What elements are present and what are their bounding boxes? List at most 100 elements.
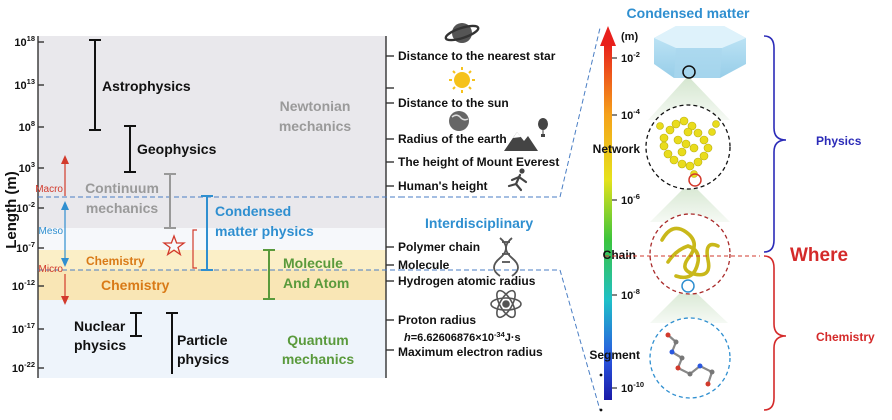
planck-constant: h=6.62606876×10-34J·s — [404, 330, 521, 344]
chemistry-band-lower — [38, 270, 386, 300]
geophysics-range-bar — [124, 125, 136, 173]
dna-icon — [493, 237, 519, 277]
level-network-label: Network — [593, 142, 641, 156]
balloon-icon — [538, 118, 548, 137]
tick-label-3: 103 — [19, 160, 35, 175]
condensed-range-bar — [201, 195, 213, 271]
nuclear-label-1: Nuclear — [74, 318, 126, 334]
tick-label-neg12: 10-12 — [12, 278, 35, 293]
right-tick-neg6: 10-6 — [621, 192, 640, 207]
segment-structure — [665, 332, 715, 387]
molecule-range-bar — [263, 249, 275, 300]
chemistry-brace — [763, 255, 787, 411]
scale-item-earth-radius: Radius of the earth — [398, 132, 507, 146]
quantum-label-2: mechanics — [282, 351, 355, 367]
scale-item-everest: The height of Mount Everest — [398, 155, 559, 169]
tick-label-neg17: 10-17 — [12, 321, 35, 336]
saturn-icon — [444, 23, 480, 43]
macro-arrow — [61, 155, 69, 196]
network-focus-circle — [688, 173, 702, 187]
right-tick-neg2: 10-2 — [621, 50, 640, 65]
atom-icon — [490, 289, 522, 319]
star-icon — [162, 234, 186, 257]
right-unit-label: (m) — [621, 31, 638, 43]
physics-label: Physics — [816, 134, 862, 148]
newtonian-label-2: mechanics — [279, 118, 352, 134]
cone-middle — [650, 182, 730, 222]
nuclear-range-bar — [130, 312, 142, 337]
meso-label: Meso — [39, 226, 64, 237]
axis-title: Length (m) — [3, 171, 20, 248]
physics-brace — [763, 35, 787, 253]
cone-bottom — [650, 285, 728, 323]
right-scale-tick-marks — [386, 55, 394, 351]
molecule-label-1: Molecule — [283, 255, 343, 271]
micro-label: Micro — [39, 264, 64, 275]
tick-label-neg7: 10-7 — [16, 240, 35, 255]
scale-item-human-height: Human's height — [398, 179, 488, 193]
rainbow-scale-bar — [604, 44, 612, 400]
cone-top — [648, 76, 730, 120]
continuum-range-bar — [164, 173, 176, 229]
astrophysics-label: Astrophysics — [102, 78, 191, 94]
condensed-matter-title: Condensed matter — [627, 5, 750, 21]
scale-item-nearest-star: Distance to the nearest star — [398, 49, 556, 63]
sun-icon — [449, 67, 475, 93]
level-segment-label: Segment — [589, 348, 640, 362]
particle-label-1: Particle — [177, 332, 228, 348]
continuum-label-1: Continuum — [85, 180, 159, 196]
tick-label-18: 1018 — [14, 34, 35, 49]
scale-item-polymer-chain: Polymer chain — [398, 240, 480, 254]
right-scale-ticks — [612, 57, 617, 389]
scale-item-molecule: Molecule — [398, 258, 450, 272]
condensed-label-2: matter physics — [215, 223, 314, 239]
quantum-label-1: Quantum — [287, 332, 348, 348]
chemistry-label-upper: Chemistry — [86, 254, 145, 268]
newtonian-label-1: Newtonian — [280, 98, 351, 114]
connector-upper — [400, 27, 601, 198]
geophysics-label: Geophysics — [137, 141, 217, 157]
earth-icon — [449, 111, 469, 131]
continuum-label-2: mechanics — [86, 200, 159, 216]
astrophysics-range-bar — [89, 39, 101, 131]
chemistry-right-label: Chemistry — [816, 330, 875, 344]
micro-arrow — [61, 274, 69, 305]
tick-label-neg2: 10-2 — [16, 200, 35, 215]
right-tick-neg4: 10-4 — [621, 107, 641, 122]
chemistry-bracket — [192, 229, 197, 269]
chain-focus-circle — [681, 279, 695, 293]
scale-item-proton-radius: Proton radius — [398, 313, 476, 327]
tick-label-neg22: 10-22 — [12, 360, 35, 375]
scale-item-hydrogen-radius: Hydrogen atomic radius — [398, 274, 536, 288]
network-structure — [656, 116, 720, 178]
left-axis-tick-marks — [38, 41, 44, 369]
tick-label-13: 1013 — [14, 77, 35, 92]
runner-icon — [507, 168, 528, 192]
cube-focus-circle — [682, 65, 696, 79]
chemistry-label-lower: Chemistry — [101, 277, 170, 293]
scale-item-sun-distance: Distance to the sun — [398, 96, 509, 110]
rainbow-arrow-head — [600, 26, 616, 46]
segment-zoom-circle — [649, 317, 731, 399]
molecule-label-2: And Atom — [283, 275, 349, 291]
right-tick-neg10: 10-10 — [621, 380, 644, 395]
chain-structure — [660, 226, 720, 280]
connector-lower — [400, 269, 601, 411]
nuclear-label-2: physics — [74, 337, 126, 353]
where-label: Where — [790, 245, 848, 266]
macro-label: Macro — [35, 184, 63, 195]
quantum-band — [38, 300, 386, 378]
scale-item-electron-radius: Maximum electron radius — [398, 345, 543, 359]
condensed-label-1: Condensed — [215, 203, 291, 219]
chemistry-band-upper — [38, 250, 386, 270]
mountain-icon — [504, 132, 538, 151]
meso-arrow — [61, 201, 69, 267]
particle-range-bar — [166, 312, 178, 374]
continuation-dots — [599, 373, 603, 412]
interdisciplinary-label: Interdisciplinary — [425, 215, 533, 231]
tick-label-8: 108 — [19, 119, 35, 134]
particle-label-2: physics — [177, 351, 229, 367]
level-chain-label: Chain — [603, 248, 636, 262]
condensed-matter-cube — [654, 26, 746, 78]
